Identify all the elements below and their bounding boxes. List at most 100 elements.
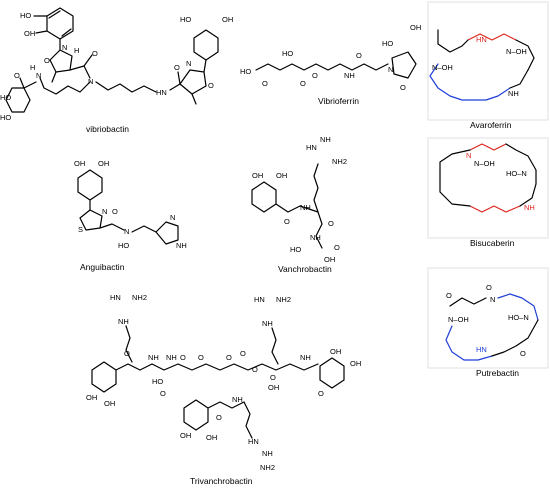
atom-hn: HN [306,143,317,152]
atom-n: N [186,59,191,68]
trivanchrobactin-catechol-ring-bottom [183,399,209,431]
atom-o: O [92,49,98,58]
bond [177,71,181,85]
atom-ho: HO [20,11,31,20]
vibrioferrin-structure: HO O HO O O NH O N HO OH O Vibrioferrin [240,23,421,106]
caption-trivanchrobactin: Trivanchrobactin [190,476,253,486]
atom-oh: OH [104,399,115,408]
atom-o: O [44,56,50,65]
atom-oh: OH [24,29,35,38]
atom-nh: NH [508,89,519,98]
atom-ho: HO [240,67,251,76]
atom-o: O [328,219,334,228]
atom-ho: HO [0,93,11,102]
atom-o: O [334,243,340,252]
atom-n: N [102,207,107,216]
caption-avaroferrin: Avaroferrin [470,120,512,130]
atom-nh: NH [524,203,535,212]
putrebactin-structure: O O N–OH N HO–N HN O Putrebactin [445,283,539,378]
vibriobactin-catechol-ring-right [193,29,219,61]
atom-ho: HO [118,241,129,250]
atom-oh: OH [180,431,191,440]
trivanchrobactin-structure: HN NH2 NH HN NH2 NH OH OH O NH NH O O O … [86,293,361,486]
trivanchrobactin-catechol-ring-right [319,357,345,389]
atom-n: N [490,295,495,304]
atom-o: O [300,79,306,88]
atom-oh: OH [222,15,233,24]
atom-n: N [62,43,67,52]
bond [519,183,537,207]
bond [99,223,125,231]
atom-n: N [170,213,175,222]
atom-o: O [318,389,324,398]
bond [271,327,279,365]
atom-o: O [208,81,214,90]
bond [19,77,25,89]
caption-vibriobactin: vibriobactin [86,124,129,134]
atom-nh: NH [166,353,177,362]
atom-o: O [14,71,20,80]
atom-n: N [36,71,41,80]
caption-vanchrobactin: Vanchrobactin [278,264,332,274]
atom-nh: NH [148,353,159,362]
bond [125,325,133,363]
atom-nh2: NH2 [332,157,347,166]
atom-hn: HN [254,295,265,304]
atom-nh: NH [118,317,129,326]
vibriobactin-catechol-ring-top-left [46,7,74,40]
bond [243,401,253,439]
atom-n-oh: N–OH [506,47,527,56]
bond [439,175,471,207]
caption-vibrioferrin: Vibrioferrin [318,96,359,106]
bond [255,63,389,71]
atom-hn: HN [248,437,259,446]
atom-nh: NH [262,319,273,328]
atom-ho: HO [180,15,191,24]
bond [203,59,207,73]
atom-nh: NH [300,203,311,212]
atom-n-oh: HO–N [506,169,527,178]
atom-ho: HO [382,39,393,48]
atom-h: H [74,46,79,55]
atom-n-oh: N–OH [448,315,469,324]
panel-frame [427,1,549,121]
atom-oh: OH [350,359,361,368]
caption-putrebactin: Putrebactin [476,368,519,378]
vibriobactin-oxazoline-ring-left [49,49,73,73]
caption-bisucaberin: Bisucaberin [470,238,515,248]
atom-o: O [198,353,204,362]
bond [497,293,539,321]
atom-o: O [262,79,268,88]
caption-anguibactin: Anguibactin [80,262,125,272]
atom-oh: OH [276,171,287,180]
atom-ho: HO [290,245,301,254]
bond [95,81,157,93]
atom-n: N [388,65,393,74]
bond [509,69,529,89]
vibriobactin-oxazoline-ring-right [179,69,207,95]
atom-nh: HN [476,35,487,44]
atom-o: O [252,365,258,374]
atom-h: H [30,63,35,72]
atom-ho: HO [152,377,163,386]
atom-o: O [270,373,276,382]
bond [469,205,521,213]
panel-frame [427,137,549,239]
atom-nh: NH [300,353,311,362]
atom-oh: OH [252,171,263,180]
atom-nh: NH [344,71,355,80]
bond [429,63,511,101]
anguibactin-thiazoline-ring [79,209,103,231]
atom-n-oh: N–OH [432,63,453,72]
atom-nh: NH [310,233,321,242]
vanchrobactin-catechol-ring [251,181,277,213]
atom-oh: OH [410,23,421,32]
atom-o: O [160,389,166,398]
atom-n-oh: N–OH [474,159,495,168]
bond [469,143,507,151]
atom-oh: OH [268,383,279,392]
bond [313,163,319,213]
bond [83,54,93,67]
bond [491,319,539,357]
atom-nh2: NH2 [132,293,147,302]
